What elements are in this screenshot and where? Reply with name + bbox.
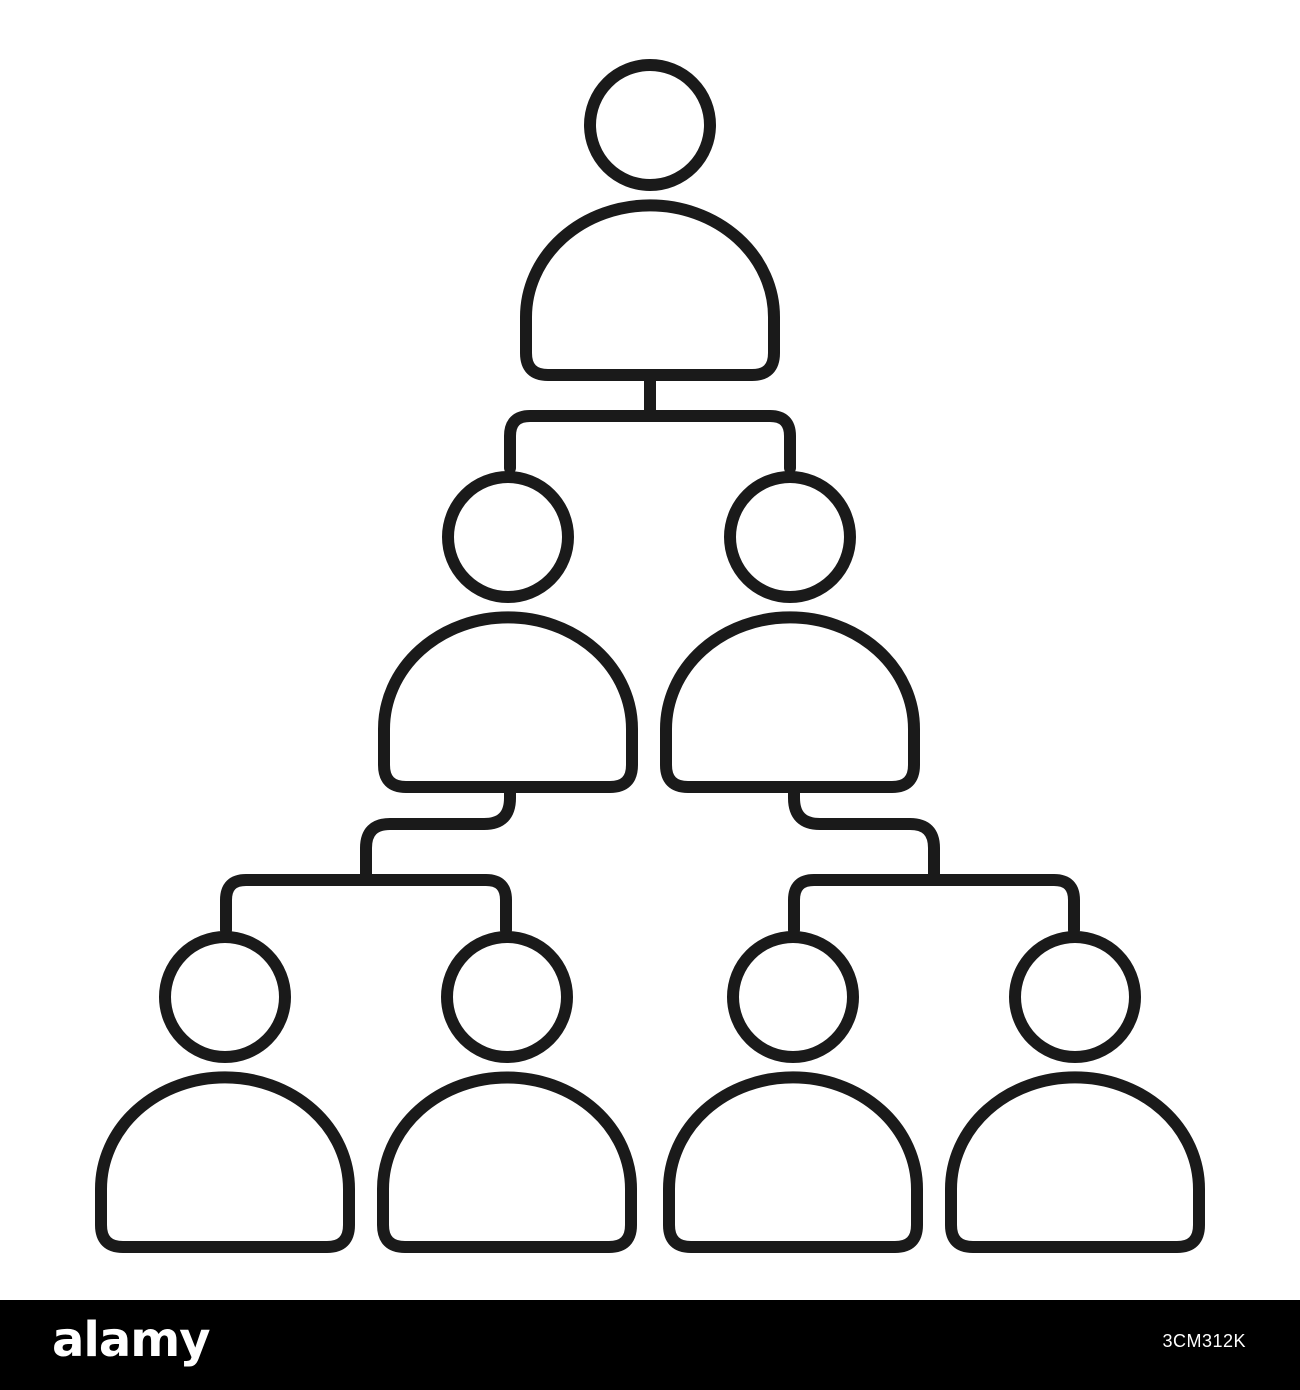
person-body (95, 1071, 355, 1253)
connector-top-to-middle (504, 364, 796, 474)
person-head (442, 471, 574, 603)
connector-middle-right-to-bottom (788, 766, 1080, 936)
person-body (660, 611, 920, 793)
person-head (1009, 931, 1141, 1063)
person-head (727, 931, 859, 1063)
person-head (724, 471, 856, 603)
connector-lines (220, 364, 1080, 936)
stock-watermark-bar: alamy 3CM312K (0, 1300, 1300, 1390)
person-icon (945, 931, 1205, 1253)
person-body (663, 1071, 923, 1253)
people-group (95, 59, 1205, 1253)
person-icon (378, 471, 638, 793)
person-body (945, 1071, 1205, 1253)
person-head (441, 931, 573, 1063)
org-chart-diagram (95, 59, 1205, 1253)
connector-middle-left-to-bottom (220, 766, 516, 936)
hierarchy-illustration: alamy 3CM312K (0, 59, 1300, 1390)
person-icon (663, 931, 923, 1253)
person-head (584, 59, 716, 191)
image-id-label: 3CM312K (1162, 1331, 1246, 1351)
person-body (520, 199, 780, 381)
person-head (159, 931, 291, 1063)
person-icon (377, 931, 637, 1253)
person-body (377, 1071, 637, 1253)
person-icon (95, 931, 355, 1253)
person-icon (660, 471, 920, 793)
person-body (378, 611, 638, 793)
person-icon (520, 59, 780, 381)
brand-logo: alamy (52, 1312, 211, 1368)
